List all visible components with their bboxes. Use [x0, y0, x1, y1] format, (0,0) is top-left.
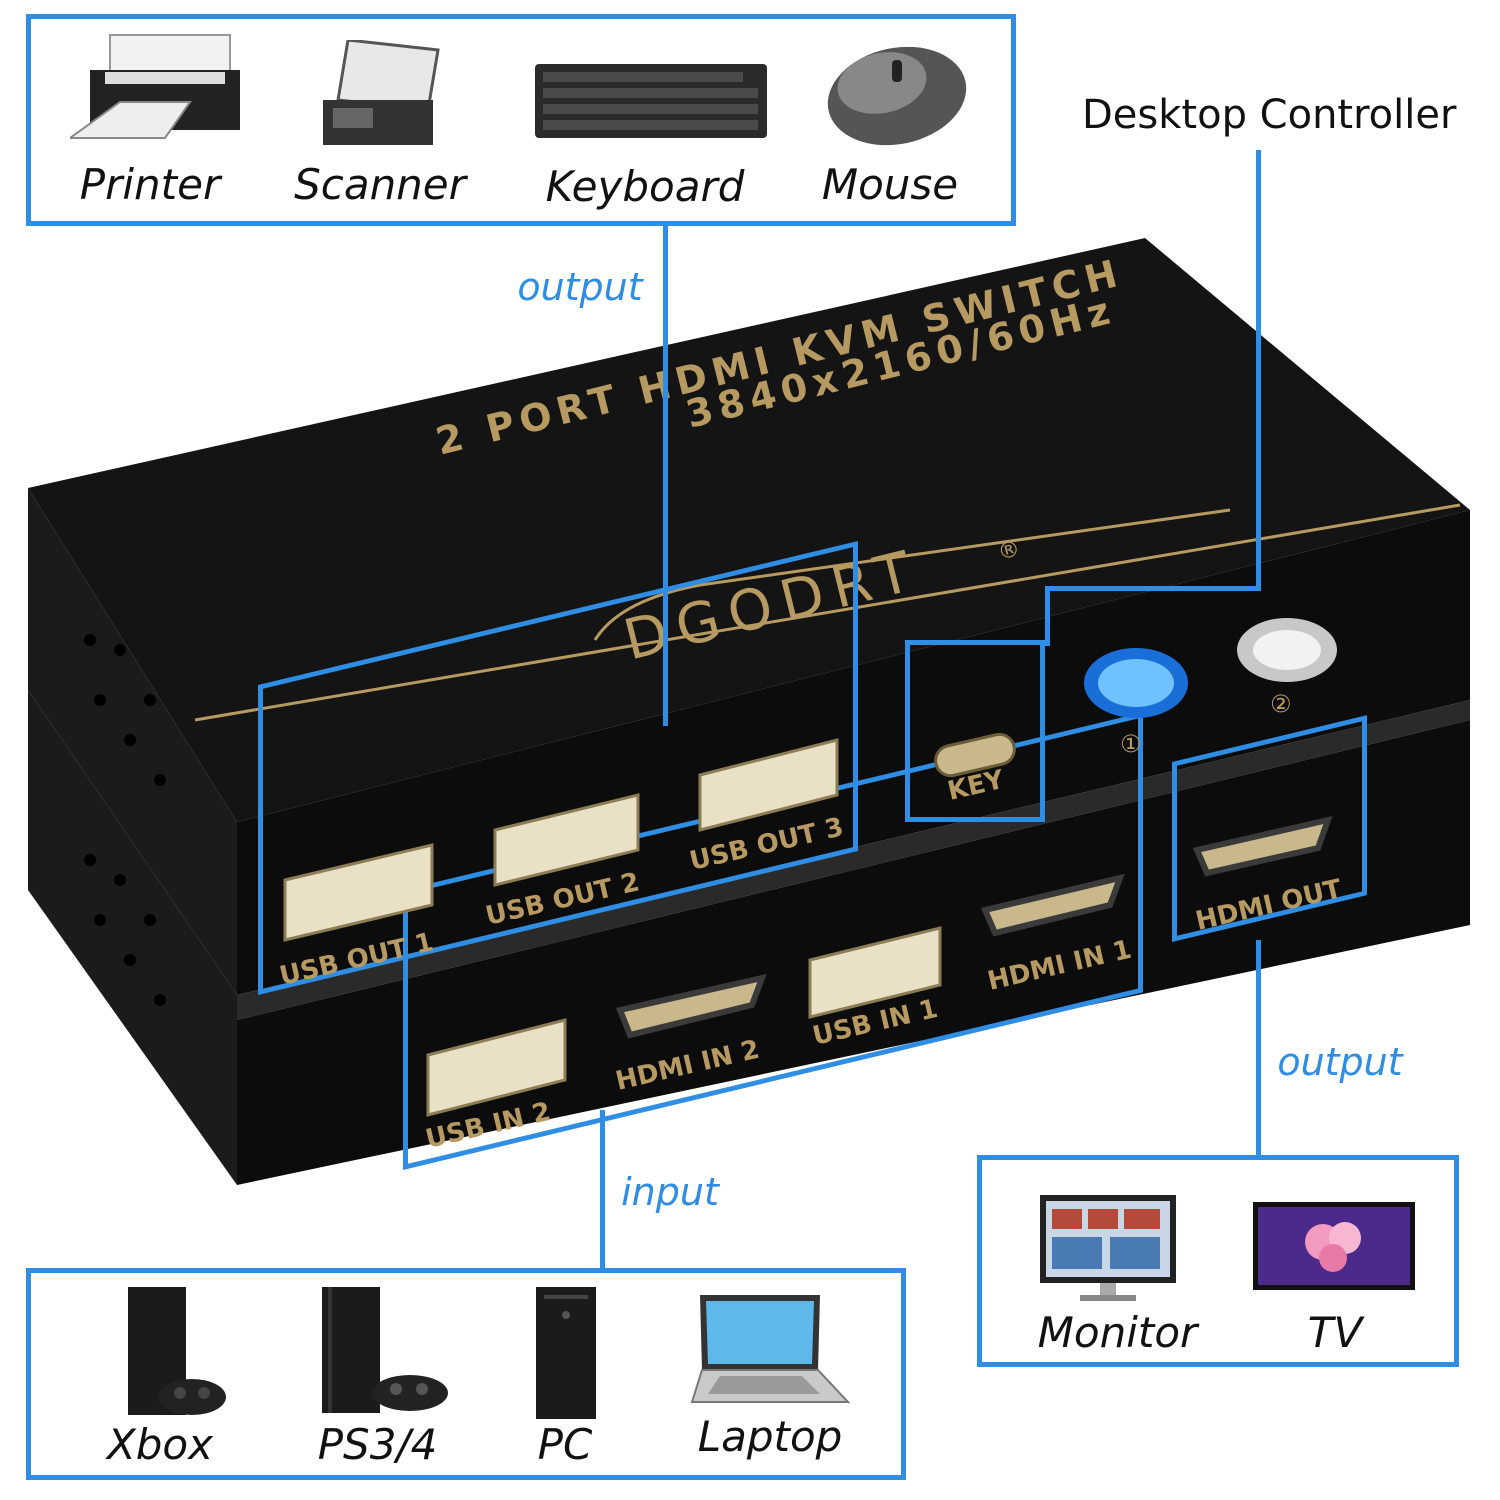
usb-in-2-port — [426, 1018, 567, 1117]
printer-icon — [70, 34, 240, 139]
connector-line-input — [600, 1110, 605, 1270]
pc-tower-icon — [536, 1287, 596, 1419]
connector-line-controller-h — [1045, 586, 1261, 591]
connector-line-controller — [1256, 150, 1261, 590]
output-label-top: output — [517, 265, 643, 309]
key-port-box — [905, 640, 1045, 822]
pc-label: PC — [537, 1420, 593, 1469]
hdmi-in-2-label: HDMI IN 2 — [613, 1035, 763, 1097]
xbox-label: Xbox — [107, 1420, 213, 1469]
scanner-label: Scanner — [294, 160, 466, 209]
connector-line-controller-v2 — [1045, 586, 1050, 646]
tv-label: TV — [1307, 1308, 1363, 1357]
hdmi-in-1-label: HDMI IN 1 — [985, 935, 1135, 997]
mouse-icon — [827, 46, 967, 146]
printer-label: Printer — [79, 160, 221, 209]
hdmi-in-1-port — [980, 873, 1125, 937]
input-label: input — [621, 1170, 719, 1214]
usb-out-3-port — [698, 738, 839, 832]
connector-line-usb-out — [663, 226, 668, 726]
button-1-label: ① — [1120, 730, 1142, 758]
connector-line-hdmi-out — [1256, 940, 1261, 1158]
usb-out-1-port — [283, 843, 434, 942]
output-label-right: output — [1277, 1040, 1403, 1084]
monitor-label: Monitor — [1037, 1308, 1198, 1357]
key-usb-c-port — [934, 732, 1016, 778]
laptop-label: Laptop — [697, 1412, 843, 1461]
keyboard-label: Keyboard — [545, 162, 745, 211]
mouse-label: Mouse — [821, 160, 959, 209]
output-peripherals-box — [26, 14, 1016, 226]
button-2-label: ② — [1270, 690, 1292, 718]
laptop-icon — [690, 1295, 850, 1403]
xbox-icon — [128, 1287, 226, 1415]
hdmi-out-label: HDMI OUT — [1193, 874, 1345, 937]
tv-icon — [1253, 1202, 1415, 1290]
switch-button-1 — [1084, 648, 1188, 718]
usb-in-1-port — [808, 926, 942, 1019]
desktop-controller-label: Desktop Controller — [1082, 92, 1457, 138]
playstation-icon — [322, 1287, 448, 1413]
ps-label: PS3/4 — [317, 1420, 438, 1469]
usb-out-2-port — [493, 793, 640, 887]
keyboard-icon — [535, 64, 767, 138]
scanner-icon — [323, 40, 440, 145]
hdmi-in-2-port — [615, 973, 767, 1039]
switch-button-2 — [1237, 618, 1337, 682]
input-sources-box — [26, 1268, 906, 1480]
monitor-icon — [1040, 1195, 1176, 1301]
output-displays-box — [977, 1155, 1459, 1367]
hdmi-out-port — [1192, 815, 1333, 877]
